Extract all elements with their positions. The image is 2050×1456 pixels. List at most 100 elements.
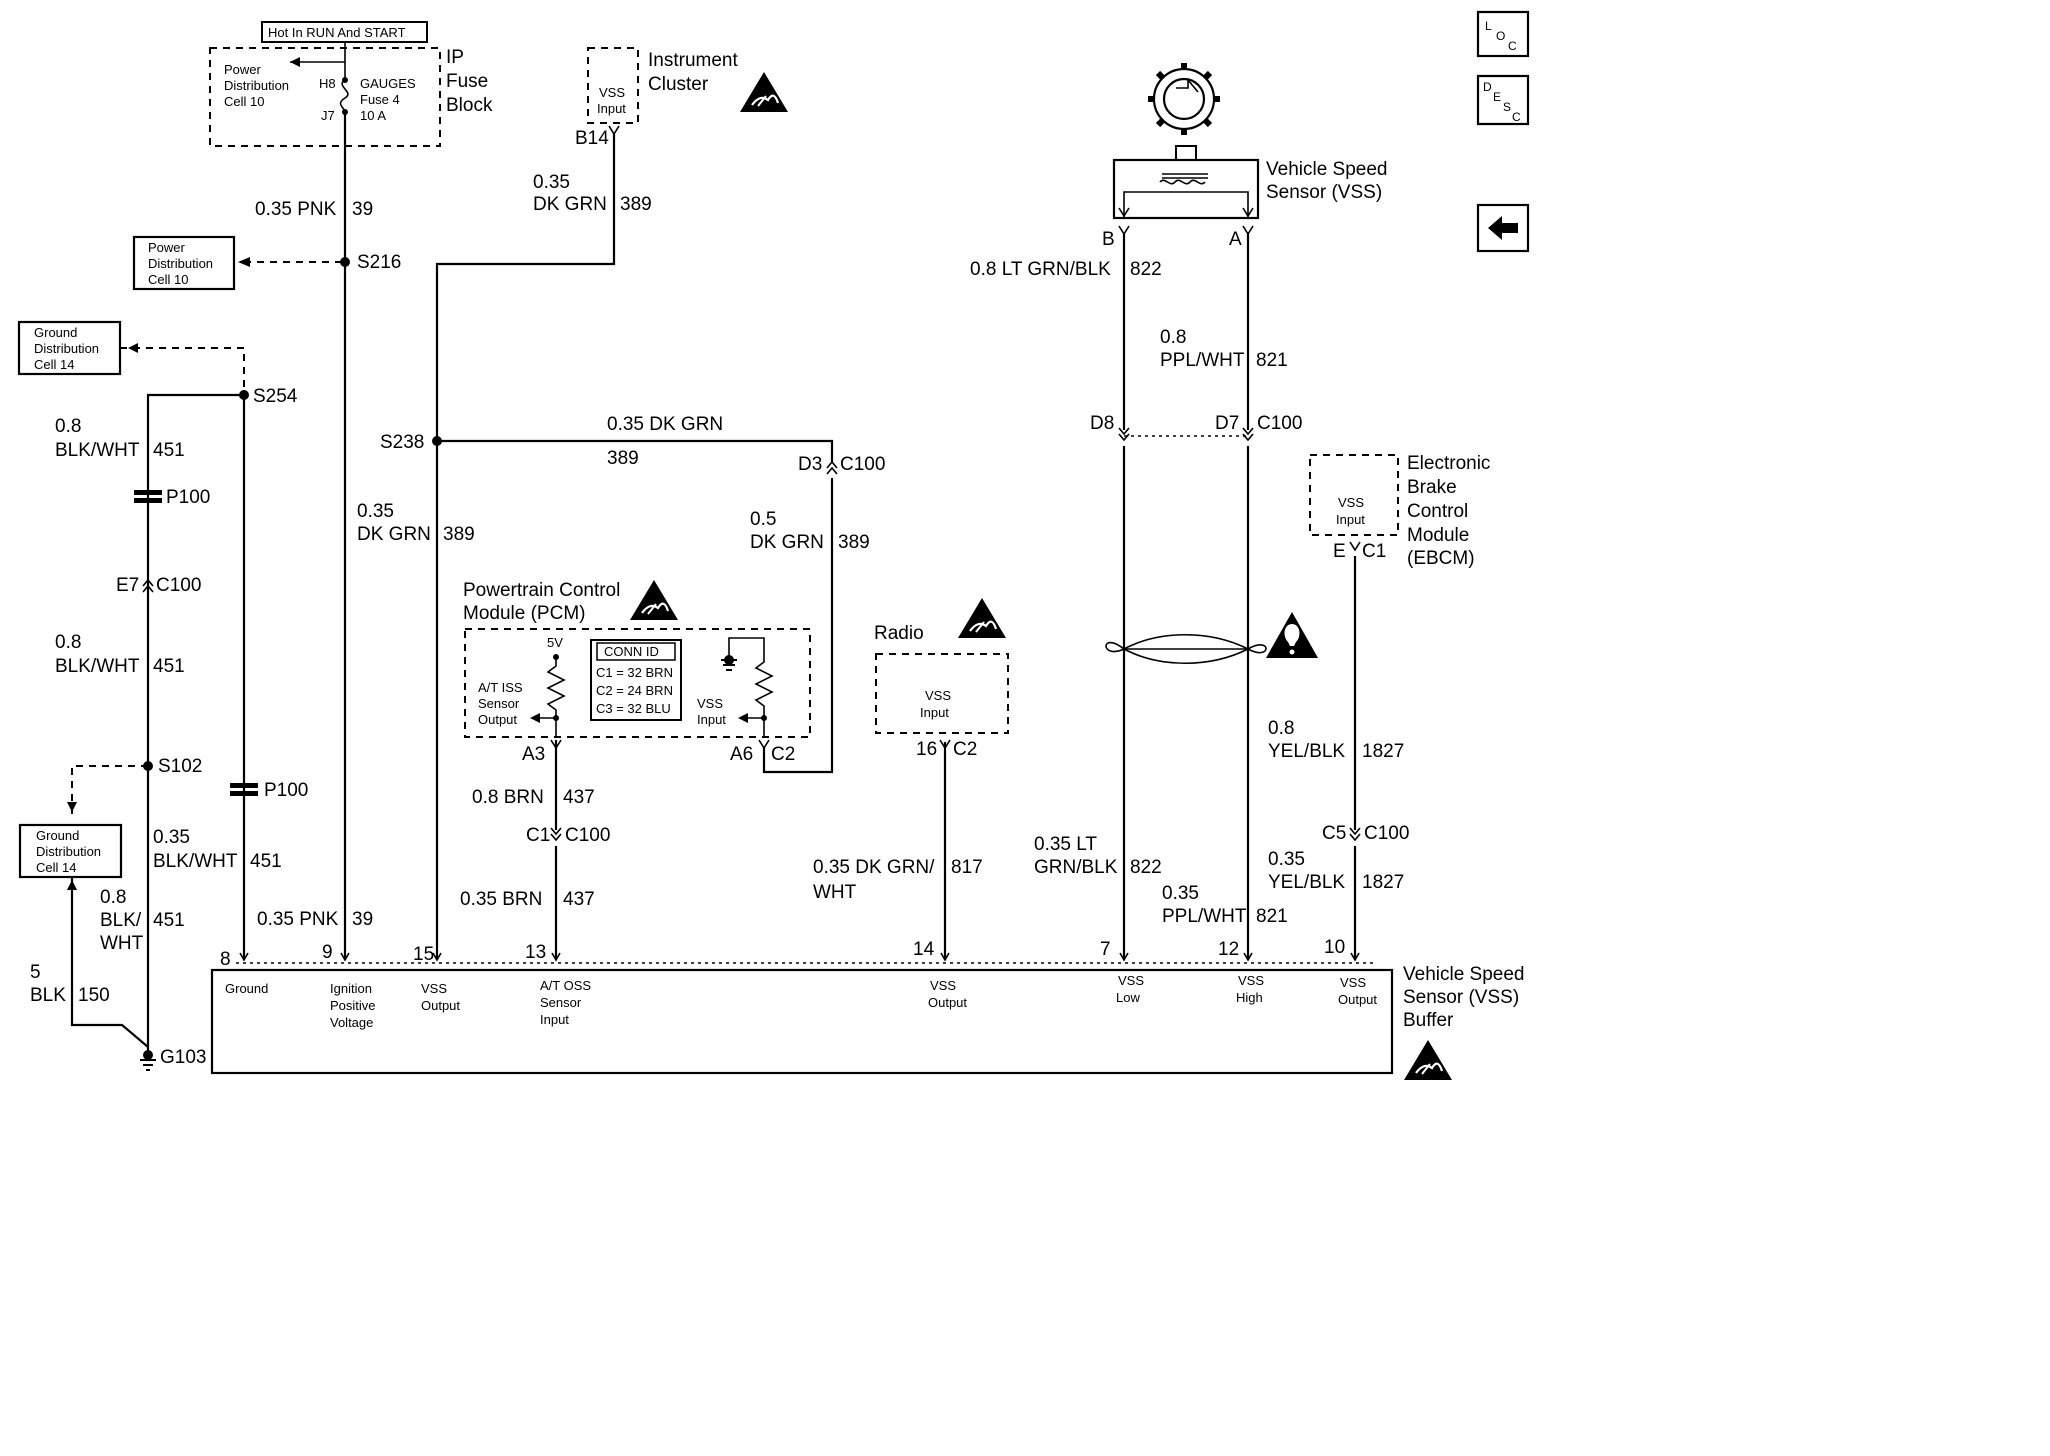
wire-pnk-bot-size: 0.35 PNK <box>257 909 339 930</box>
buffer-pin-15-label-2: Output <box>421 998 460 1013</box>
ebcm-module: VSS Input Electronic Brake Control Modul… <box>1309 453 1490 569</box>
vss-title: Vehicle Speed <box>1266 159 1388 180</box>
ebcm-pin: E <box>1333 541 1346 562</box>
wire-dkgrn-s238-size: 0.35 DK GRN <box>607 414 723 435</box>
label-d3: D3 <box>798 454 822 475</box>
pcm-conn-c2: C2 <box>771 744 795 765</box>
ground-distribution-ref-box-top[interactable]: Ground Distribution Cell 14 <box>17 320 122 376</box>
wire-yel-bot-size: 0.35 <box>1268 849 1305 870</box>
buffer-title: Vehicle Speed <box>1403 964 1525 985</box>
wire-blk-color: BLK <box>30 985 66 1006</box>
pcm-iss-label: A/T ISS <box>478 680 523 695</box>
wire-blkwht-mid-color: BLK/WHT <box>55 656 140 677</box>
ip-fuse-block: Hot In RUN And START IP Fuse Block Power… <box>209 21 493 147</box>
loc-c: C <box>1508 39 1517 53</box>
wire-dkgrn-cluster-size: 0.35 <box>533 172 570 193</box>
gd-top-l2: Distribution <box>34 341 99 356</box>
conn-id-title: CONN ID <box>604 644 659 659</box>
pd-ref-l2: Distribution <box>148 256 213 271</box>
wire-dkgrn-cluster-color: DK GRN <box>533 194 607 215</box>
wire-ltgrn-top-circuit: 822 <box>1130 259 1162 280</box>
back-arrow-icon <box>1488 216 1518 240</box>
ebcm-input-label: Input <box>1336 512 1365 527</box>
p100-grommet-right <box>230 783 258 796</box>
vss-pin-a: A <box>1229 229 1242 250</box>
buffer-title-3: Buffer <box>1403 1010 1454 1031</box>
gd-bot-l3: Cell 14 <box>36 860 76 875</box>
fuse-icon <box>339 62 349 113</box>
gd-top-l3: Cell 14 <box>34 357 74 372</box>
wire-blkwht-bot-color: BLK/ <box>100 910 142 931</box>
loc-l: L <box>1485 19 1492 33</box>
fuse-name: GAUGES <box>360 76 416 91</box>
wire-dkgrn-s238-circuit: 389 <box>607 448 639 469</box>
splice-s216 <box>340 257 350 267</box>
wire-blkwht-bot-color-2: WHT <box>100 933 144 954</box>
label-c100-d3: C100 <box>840 454 885 475</box>
pcm-pin-a3: A3 <box>522 744 545 765</box>
fuse-block-title-2: Fuse <box>446 71 488 92</box>
location-view-button[interactable]: L O C <box>1476 10 1530 58</box>
buffer-pin-13-label-2: Sensor <box>540 995 582 1010</box>
wire-blkwht-bot-circuit: 451 <box>153 910 185 931</box>
wire-brn-08-circuit: 437 <box>563 787 595 808</box>
splice-s238 <box>432 436 442 446</box>
desc-e: E <box>1493 90 1501 104</box>
fuse-rating: 10 A <box>360 108 386 123</box>
vss-title-2: Sensor (VSS) <box>1266 182 1382 203</box>
ground-g103 <box>143 1050 153 1060</box>
pcm-title-2: Module (PCM) <box>463 603 585 624</box>
wire-dkgrn-05-color: DK GRN <box>750 532 824 553</box>
wire-blkwht-mid-size: 0.8 <box>55 632 81 653</box>
back-arrow-button[interactable] <box>1476 203 1530 253</box>
description-view-button[interactable]: D E S C <box>1476 74 1530 126</box>
label-c1: C1 <box>526 825 550 846</box>
esd-warning-icon <box>628 578 680 622</box>
label-e7: E7 <box>116 575 139 596</box>
pd-ref-l3: Cell 10 <box>148 272 188 287</box>
label-d7: D7 <box>1215 413 1239 434</box>
buffer-pin-7-label: VSS <box>1118 973 1144 988</box>
desc-c: C <box>1512 110 1521 124</box>
ebcm-title: Electronic <box>1407 453 1490 474</box>
ebcm-title-2: Brake <box>1407 477 1457 498</box>
wire-blkwht-035-size: 0.35 <box>153 827 190 848</box>
label-c100-c5: C100 <box>1364 823 1409 844</box>
wire-brn-08-size: 0.8 BRN <box>472 787 544 808</box>
loc-o: O <box>1496 29 1505 43</box>
wire-yel-top-color: YEL/BLK <box>1268 741 1345 762</box>
buffer-pin-10-label: VSS <box>1340 975 1366 990</box>
cluster-vss-label: VSS <box>599 85 625 100</box>
wiring-diagram: L O C D E S C Hot In RUN And START IP Fu… <box>17 10 1530 1082</box>
pcm-pin-a6: A6 <box>730 744 753 765</box>
wire-ppl-top-color: PPL/WHT <box>1160 350 1245 371</box>
vehicle-speed-sensor: Vehicle Speed Sensor (VSS) B A <box>1102 63 1388 250</box>
buffer-pin-10: 10 <box>1324 937 1345 958</box>
desc-d: D <box>1483 80 1492 94</box>
wire-ppl-bot-color: PPL/WHT <box>1162 906 1247 927</box>
label-s216: S216 <box>357 252 401 273</box>
power-distribution-ref-box[interactable]: Power Distribution Cell 10 <box>132 235 236 291</box>
wire-ltgrn-bot-size: 0.35 LT <box>1034 834 1097 855</box>
gd-bot-l2: Distribution <box>36 844 101 859</box>
wire-dkgrn-05-circuit: 389 <box>838 532 870 553</box>
wire-ppl-bot-circuit: 821 <box>1256 906 1288 927</box>
ebcm-vss-label: VSS <box>1338 495 1364 510</box>
fuse-pin-j7: J7 <box>321 108 335 123</box>
pcm-title: Powertrain Control <box>463 580 620 601</box>
wire-ppl-top-circuit: 821 <box>1256 350 1288 371</box>
wire-blk-size: 5 <box>30 962 41 983</box>
label-c100-d7: C100 <box>1257 413 1302 434</box>
wires <box>67 112 1375 1071</box>
ground-distribution-ref-box-bottom[interactable]: Ground Distribution Cell 14 <box>18 823 123 879</box>
fuse-block-title-3: Block <box>446 95 493 116</box>
pcm-5v-label: 5V <box>547 635 563 650</box>
wire-dkgrn-left-size: 0.35 <box>357 501 394 522</box>
esd-warning-icon <box>956 596 1008 640</box>
fuse-pd-label: Power <box>224 62 262 77</box>
cluster-input-label: Input <box>597 101 626 116</box>
pcm-vss-input-label: Input <box>697 712 726 727</box>
label-g103: G103 <box>160 1047 206 1068</box>
wire-ltgrn-bot-circuit: 822 <box>1130 857 1162 878</box>
radio-vss-label: VSS <box>925 688 951 703</box>
